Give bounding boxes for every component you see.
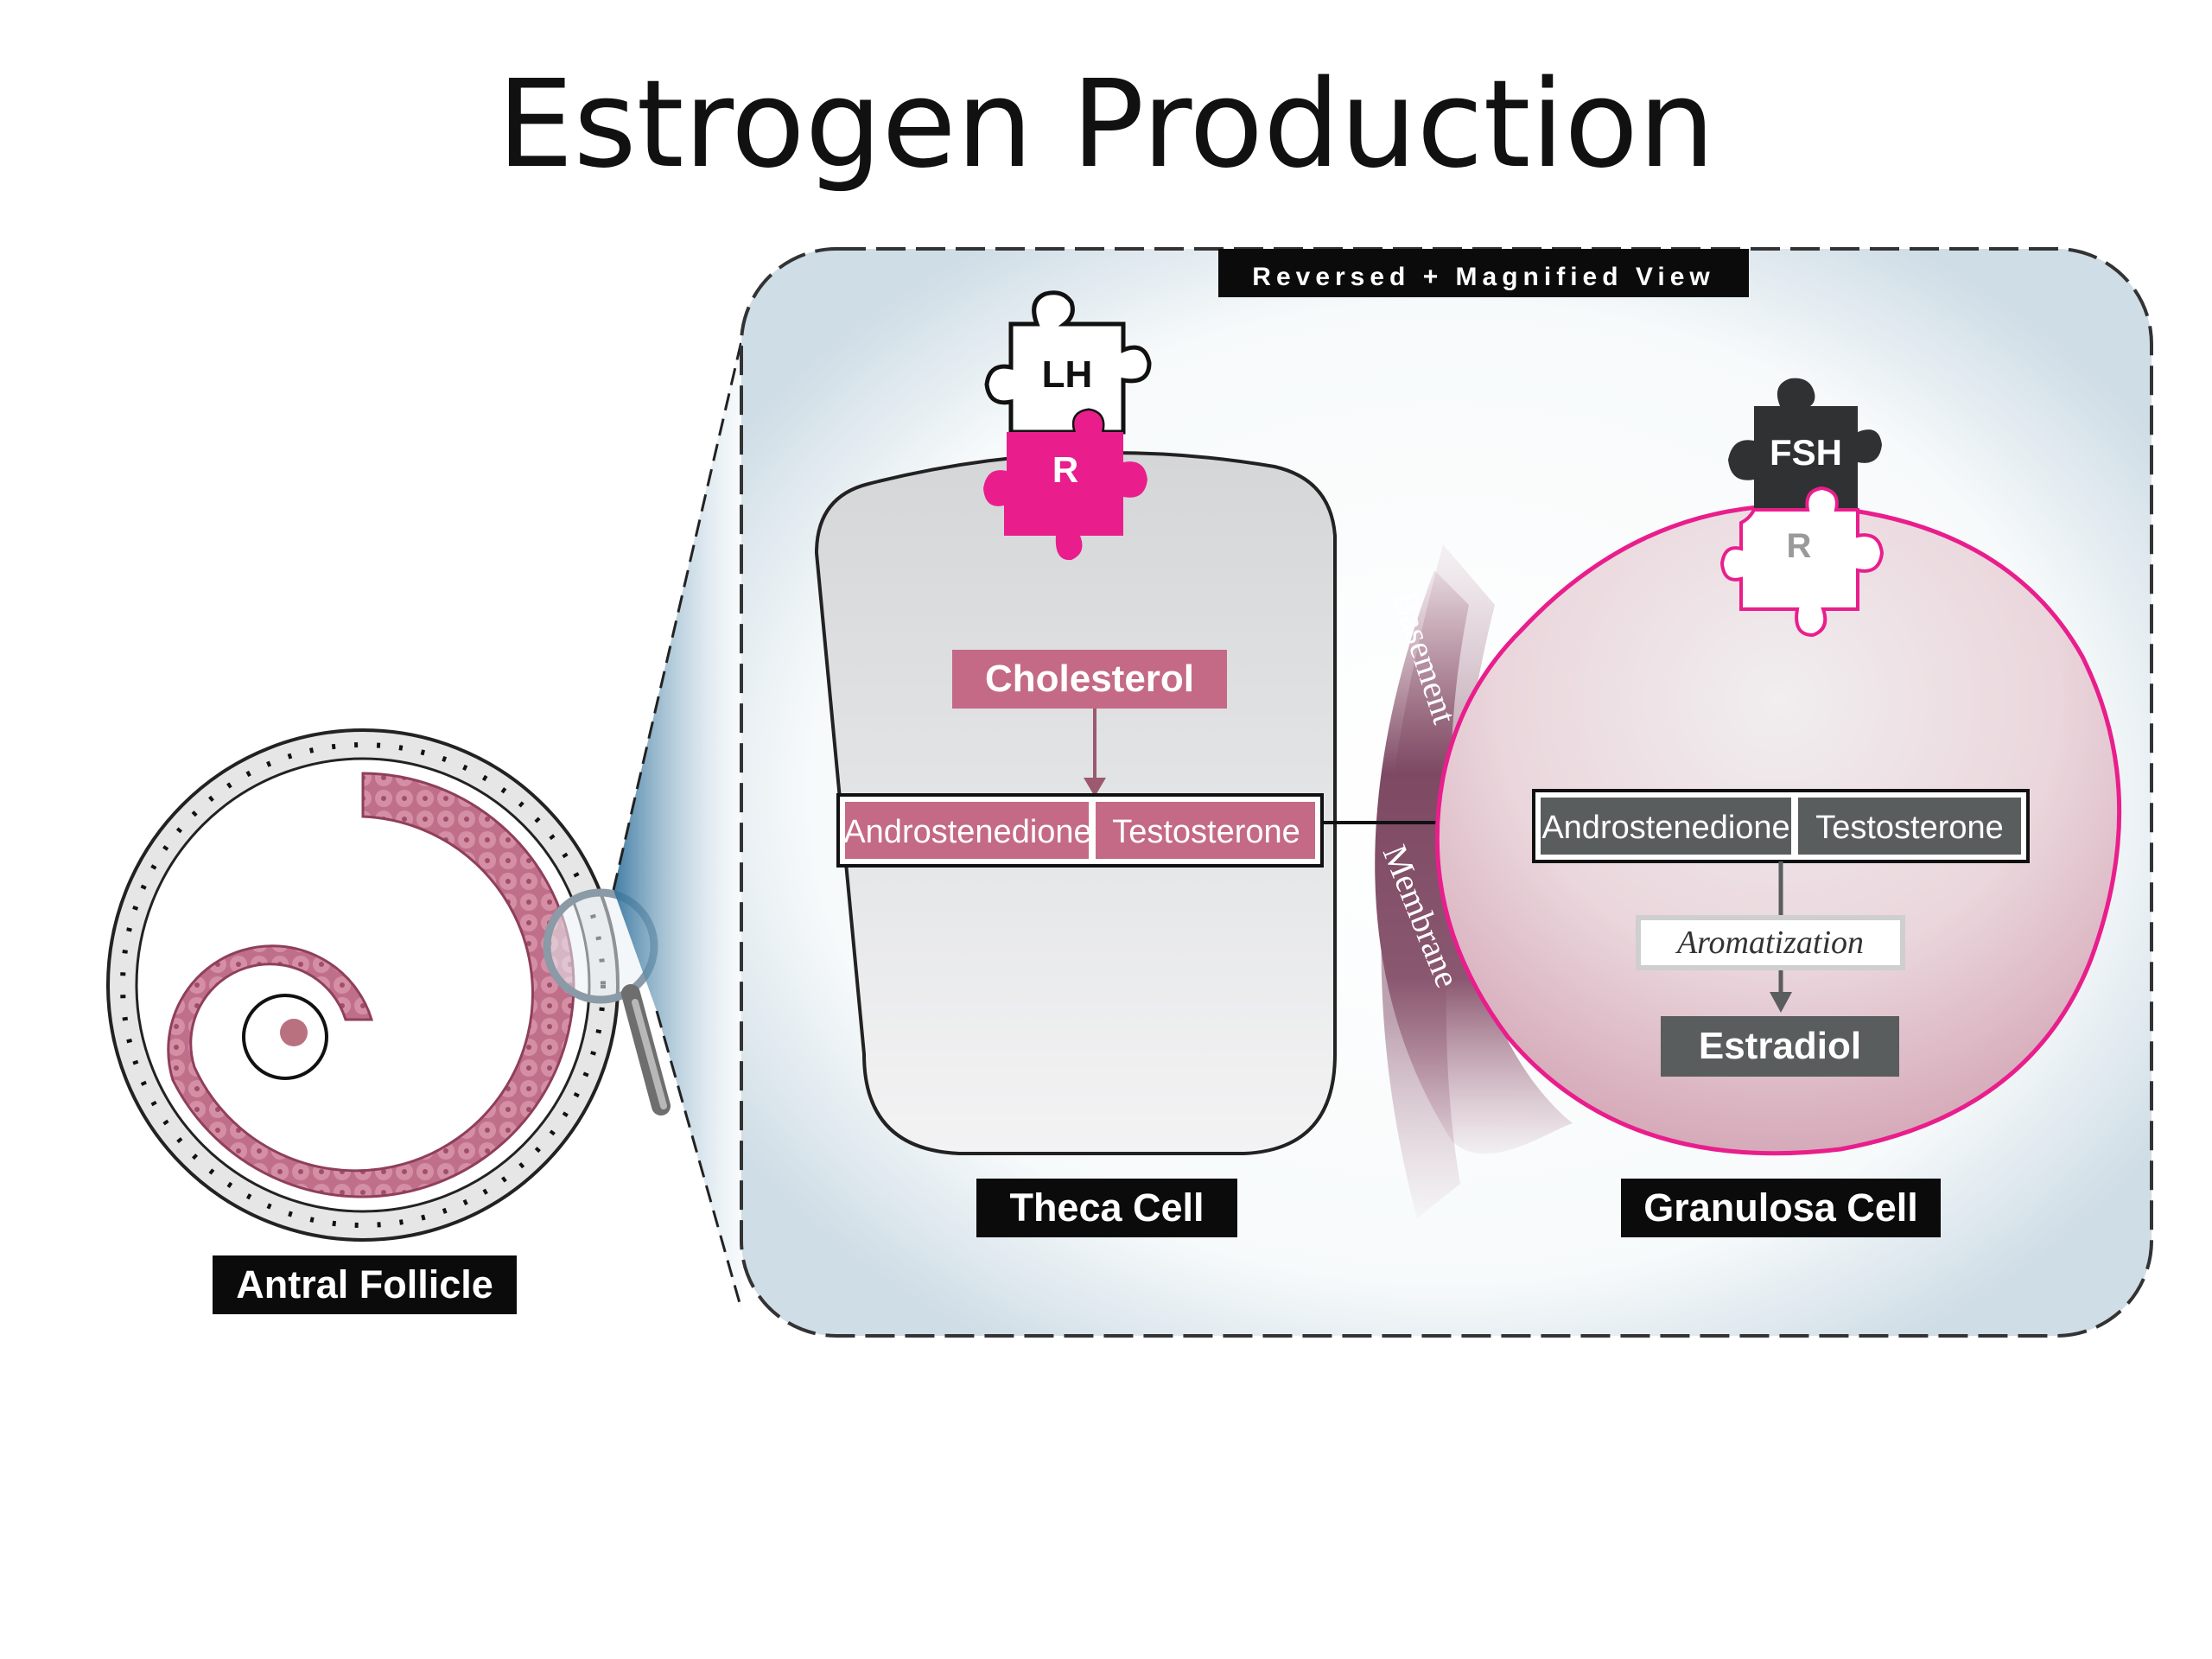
theca-testosterone-text: Testosterone <box>1112 814 1300 850</box>
granulosa-cell-label: Granulosa Cell <box>1621 1179 1941 1237</box>
magnification-beam <box>613 337 741 1313</box>
fsh-receptor-text: R <box>1787 527 1812 565</box>
cholesterol-box: Cholesterol <box>952 650 1227 709</box>
granulosa-androstenedione-text: Androstenedione <box>1541 810 1789 846</box>
estradiol-box: Estradiol <box>1661 1016 1899 1077</box>
antral-follicle-text: Antral Follicle <box>236 1262 493 1306</box>
lh-hormone-icon: LH <box>984 290 1152 435</box>
theca-androstenedione-text: Androstenedione <box>843 814 1091 850</box>
antral-follicle <box>106 728 671 1242</box>
theca-cell-label: Theca Cell <box>976 1179 1237 1237</box>
cholesterol-text: Cholesterol <box>985 658 1194 700</box>
fsh-receptor-icon: R <box>1719 486 1885 638</box>
fsh-hormone-icon: FSH <box>1728 378 1882 510</box>
fsh-text: FSH <box>1770 432 1842 473</box>
granulosa-testosterone-text: Testosterone <box>1815 810 2004 846</box>
panel-banner: Reversed + Magnified View <box>1252 263 1714 291</box>
lh-receptor-text: R <box>1052 449 1078 490</box>
granulosa-cell-text: Granulosa Cell <box>1643 1185 1918 1230</box>
aromatization-text: Aromatization <box>1675 925 1864 961</box>
slide-title: Estrogen Production <box>497 54 1715 195</box>
theca-cell-text: Theca Cell <box>1009 1185 1204 1230</box>
theca-androgen-box: Androstenedione Testosterone <box>836 793 1324 868</box>
lh-receptor-icon: R <box>983 410 1147 561</box>
antral-follicle-label: Antral Follicle <box>213 1255 517 1314</box>
estradiol-text: Estradiol <box>1699 1025 1861 1067</box>
granulosa-androgen-box: Androstenedione Testosterone <box>1532 789 2030 863</box>
lh-text: LH <box>1042 353 1093 396</box>
aromatization-box: Aromatization <box>1636 915 1905 970</box>
